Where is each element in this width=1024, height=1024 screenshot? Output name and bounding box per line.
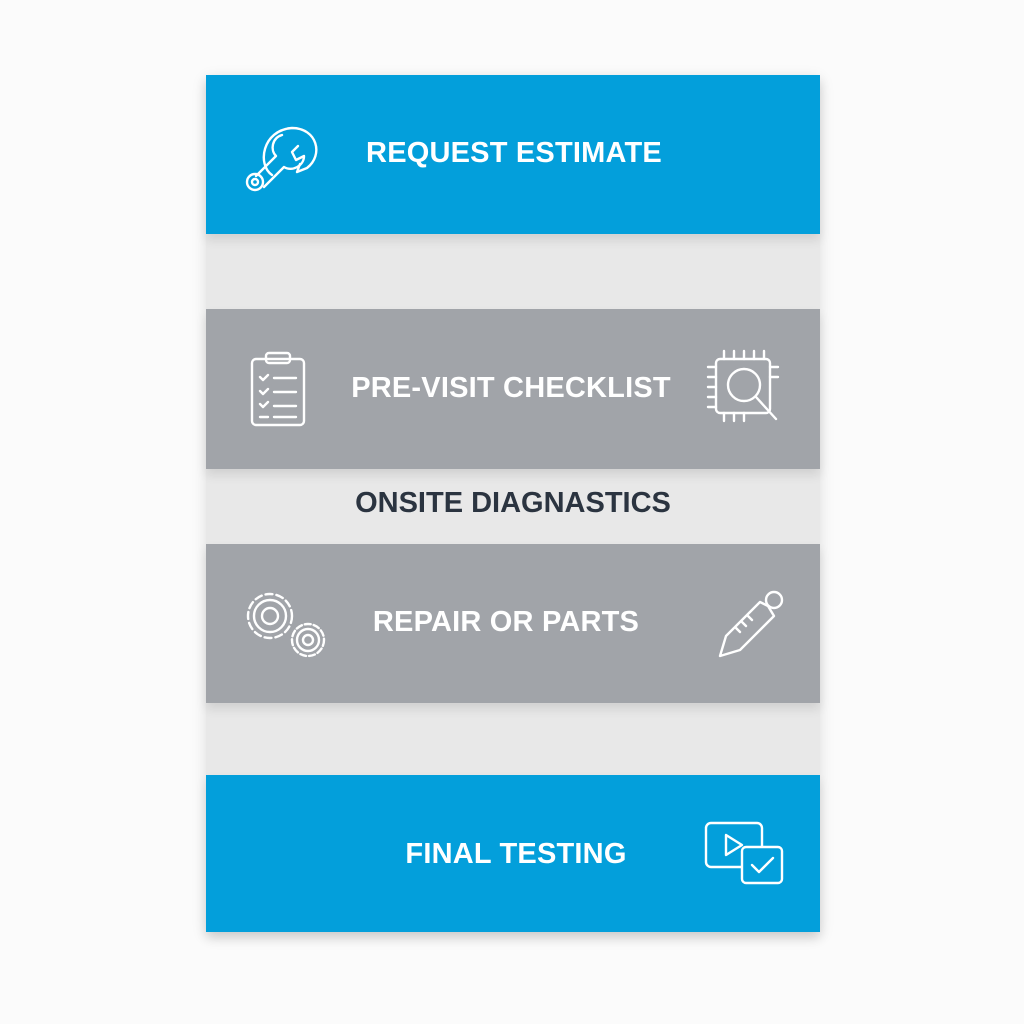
video-check-icon (704, 821, 784, 885)
step-label: REQUEST ESTIMATE (366, 137, 662, 169)
step-label: REPAIR OR PARTS (372, 606, 640, 638)
step-request-estimate[interactable]: REQUEST ESTIMATE (206, 75, 820, 234)
process-card: REQUEST ESTIMATE PRE-VISIT CHECKLIST ONS… (206, 75, 820, 932)
step-onsite-diagnostics: ONSITE DIAGNASTICS (355, 487, 671, 519)
chip-magnifier-icon (706, 349, 780, 423)
step-label: FINAL TESTING (405, 838, 627, 870)
step-repair-or-parts[interactable]: REPAIR OR PARTS (206, 544, 820, 703)
step-pre-visit-checklist[interactable]: PRE-VISIT CHECKLIST (206, 309, 820, 469)
tag-icon (718, 590, 784, 658)
wrench-chat-icon (245, 126, 318, 192)
step-final-testing[interactable]: FINAL TESTING (206, 775, 820, 932)
step-label: PRE-VISIT CHECKLIST (351, 372, 671, 404)
gears-icon (246, 592, 326, 658)
clipboard-icon (250, 351, 306, 427)
